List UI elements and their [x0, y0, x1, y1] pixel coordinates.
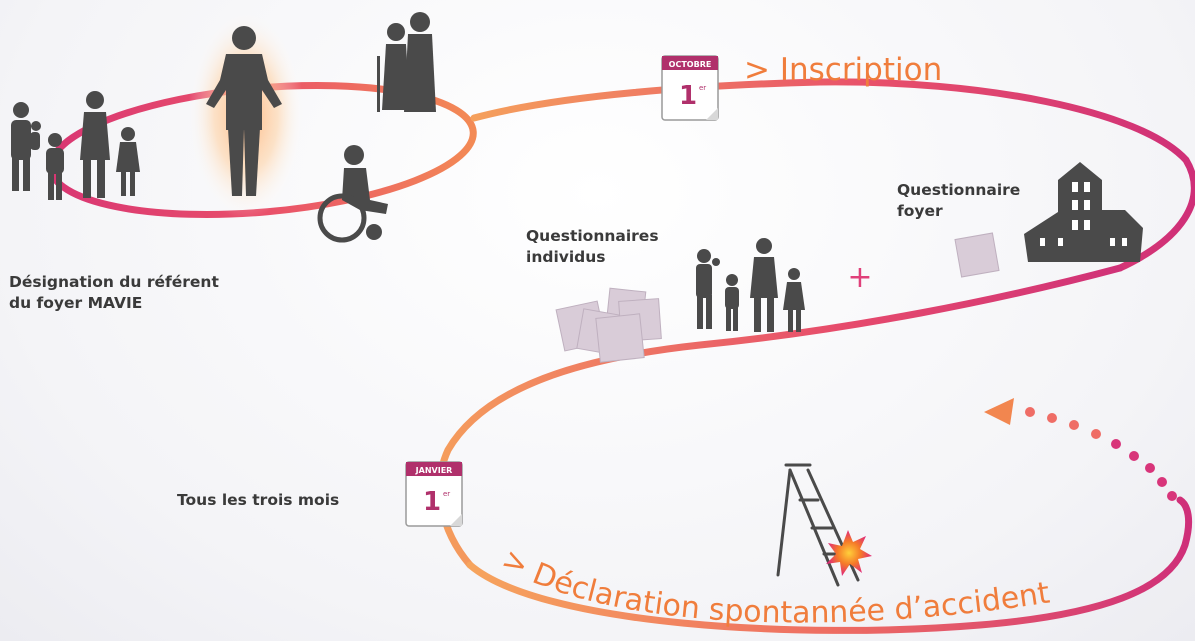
questionnaire-foyer-paper-icon — [954, 232, 1000, 278]
calendar-octobre: OCTOBRE 1 er — [661, 55, 719, 121]
return-arrow-dot — [1069, 420, 1079, 430]
house-icon — [1024, 162, 1143, 262]
inscription-title: > Inscription — [744, 52, 942, 88]
questionnaire-foyer-line1: Questionnaire — [897, 181, 1021, 199]
questionnaire-foyer-line2: foyer — [897, 202, 943, 220]
child-icon — [46, 133, 64, 200]
declaration-title: > Déclaration spontannée d’accident — [496, 542, 1052, 631]
wheelchair-user-icon — [317, 145, 388, 243]
girl-icon — [116, 127, 140, 196]
calendar-janvier-day: 1 — [423, 487, 441, 517]
calendar-janvier: JANVIER 1 er — [405, 461, 463, 527]
questionnaires-individus-label: Questionnaires individus — [526, 226, 659, 268]
referent-label-line2: du foyer MAVIE — [9, 294, 143, 312]
family-silhouette-middle — [696, 238, 805, 332]
questionnaire-papers-icon — [555, 287, 662, 363]
return-arrow-dot — [1025, 407, 1035, 417]
elderly-couple-icon — [377, 12, 436, 112]
path-segment-top — [470, 78, 1195, 272]
man-with-baby-icon — [11, 102, 41, 191]
return-arrow — [984, 398, 1177, 501]
path-segment-bottom — [466, 496, 1193, 634]
impact-star-icon — [826, 530, 872, 576]
calendar-octobre-month: OCTOBRE — [669, 60, 712, 69]
arrow-head — [984, 398, 1014, 425]
questionnaires-individus-line1: Questionnaires — [526, 227, 659, 245]
return-arrow-dot — [1145, 463, 1155, 473]
calendar-janvier-sup: er — [443, 490, 450, 498]
referent-label-line1: Désignation du référent — [9, 273, 219, 291]
calendar-octobre-day: 1 — [679, 81, 697, 111]
declaration-title-text: > Déclaration spontannée d’accident — [496, 542, 1052, 631]
referent-label: Désignation du référent du foyer MAVIE — [9, 272, 219, 314]
calendar-janvier-month: JANVIER — [415, 466, 453, 475]
questionnaires-individus-line2: individus — [526, 248, 606, 266]
family-silhouette-left — [11, 91, 140, 200]
woman-icon — [80, 91, 110, 198]
return-arrow-dot — [1167, 491, 1177, 501]
referent-person-icon — [206, 26, 282, 196]
return-arrow-dot — [1111, 439, 1121, 449]
tous-les-trois-mois-label: Tous les trois mois — [177, 491, 340, 509]
return-arrow-dot — [1091, 429, 1101, 439]
questionnaire-foyer-label: Questionnaire foyer — [897, 180, 1020, 222]
plus-sign: + — [847, 260, 872, 295]
return-arrow-dot — [1047, 413, 1057, 423]
path-segment-middle — [436, 264, 1124, 569]
return-arrow-dot — [1157, 477, 1167, 487]
calendar-octobre-sup: er — [699, 84, 706, 92]
return-arrow-dot — [1129, 451, 1139, 461]
